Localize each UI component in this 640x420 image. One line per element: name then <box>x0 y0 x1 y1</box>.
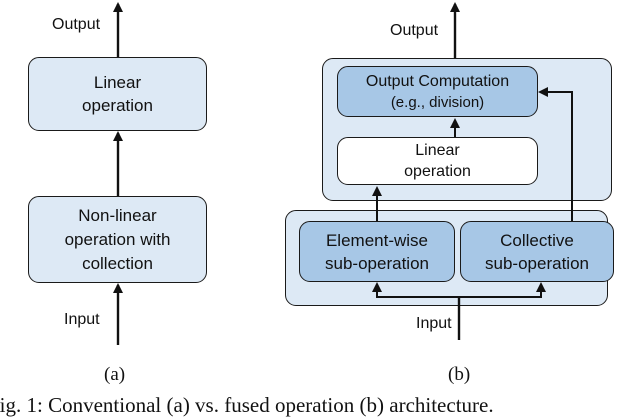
panel-a-linear-box: Linear operation <box>28 57 207 131</box>
figure-caption: Fig. 1: Conventional (a) vs. fused opera… <box>0 390 640 420</box>
panel-b-output-label: Output <box>390 22 439 39</box>
panel-b-linear-text-2: operation <box>404 163 471 180</box>
figure-caption-text: Fig. 1: Conventional (a) vs. fused opera… <box>0 393 494 417</box>
panel-b-linear-text-1: Linear <box>415 142 460 159</box>
panel-a-caption: (a) <box>104 364 126 385</box>
panel-a-input-label: Input <box>64 311 100 328</box>
panel-b-input-label: Input <box>416 315 452 332</box>
panel-a-nonlinear-text-1: Non-linear <box>78 205 157 225</box>
panel-a-nonlinear-text-2: operation with <box>64 229 171 249</box>
panel-b-output-computation-box: Output Computation (e.g., division) <box>337 66 538 117</box>
panel-b-collective-text-1: Collective <box>500 230 574 250</box>
panel-b-caption: (b) <box>448 364 471 385</box>
panel-a-linear-text-2: operation <box>82 96 153 115</box>
panel-b-elementwise-box: Element-wise sub-operation <box>299 221 455 282</box>
panel-a-nonlinear-box: Non-linear operation with collection <box>28 196 207 283</box>
panel-a-linear-text-1: Linear <box>93 73 142 92</box>
panel-b-collective-text-2: sub-operation <box>485 253 589 273</box>
panel-b-elementwise-text-1: Element-wise <box>325 230 429 250</box>
panel-b-output-computation-title: Output Computation <box>365 72 510 90</box>
panel-b-collective-box: Collective sub-operation <box>460 221 614 282</box>
panel-a-output-label: Output <box>52 16 101 33</box>
panel-b-linear-box: Linear operation <box>337 137 538 185</box>
panel-b-elementwise-text-2: sub-operation <box>325 253 429 273</box>
panel-b-arrow-collective-to-output-computation <box>538 87 573 221</box>
panel-b-output-computation-subtitle: (e.g., division) <box>390 93 485 111</box>
panel-a-nonlinear-text-3: collection <box>82 253 153 273</box>
